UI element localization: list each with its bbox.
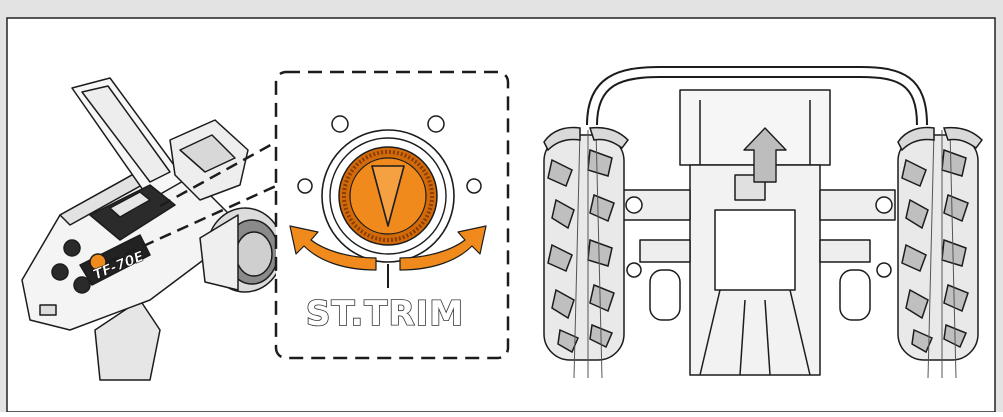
tire-right <box>898 128 982 378</box>
st-trim-label: ST.TRIM <box>300 294 470 334</box>
trim-dial-icon <box>339 147 437 245</box>
tire-left <box>544 128 628 378</box>
